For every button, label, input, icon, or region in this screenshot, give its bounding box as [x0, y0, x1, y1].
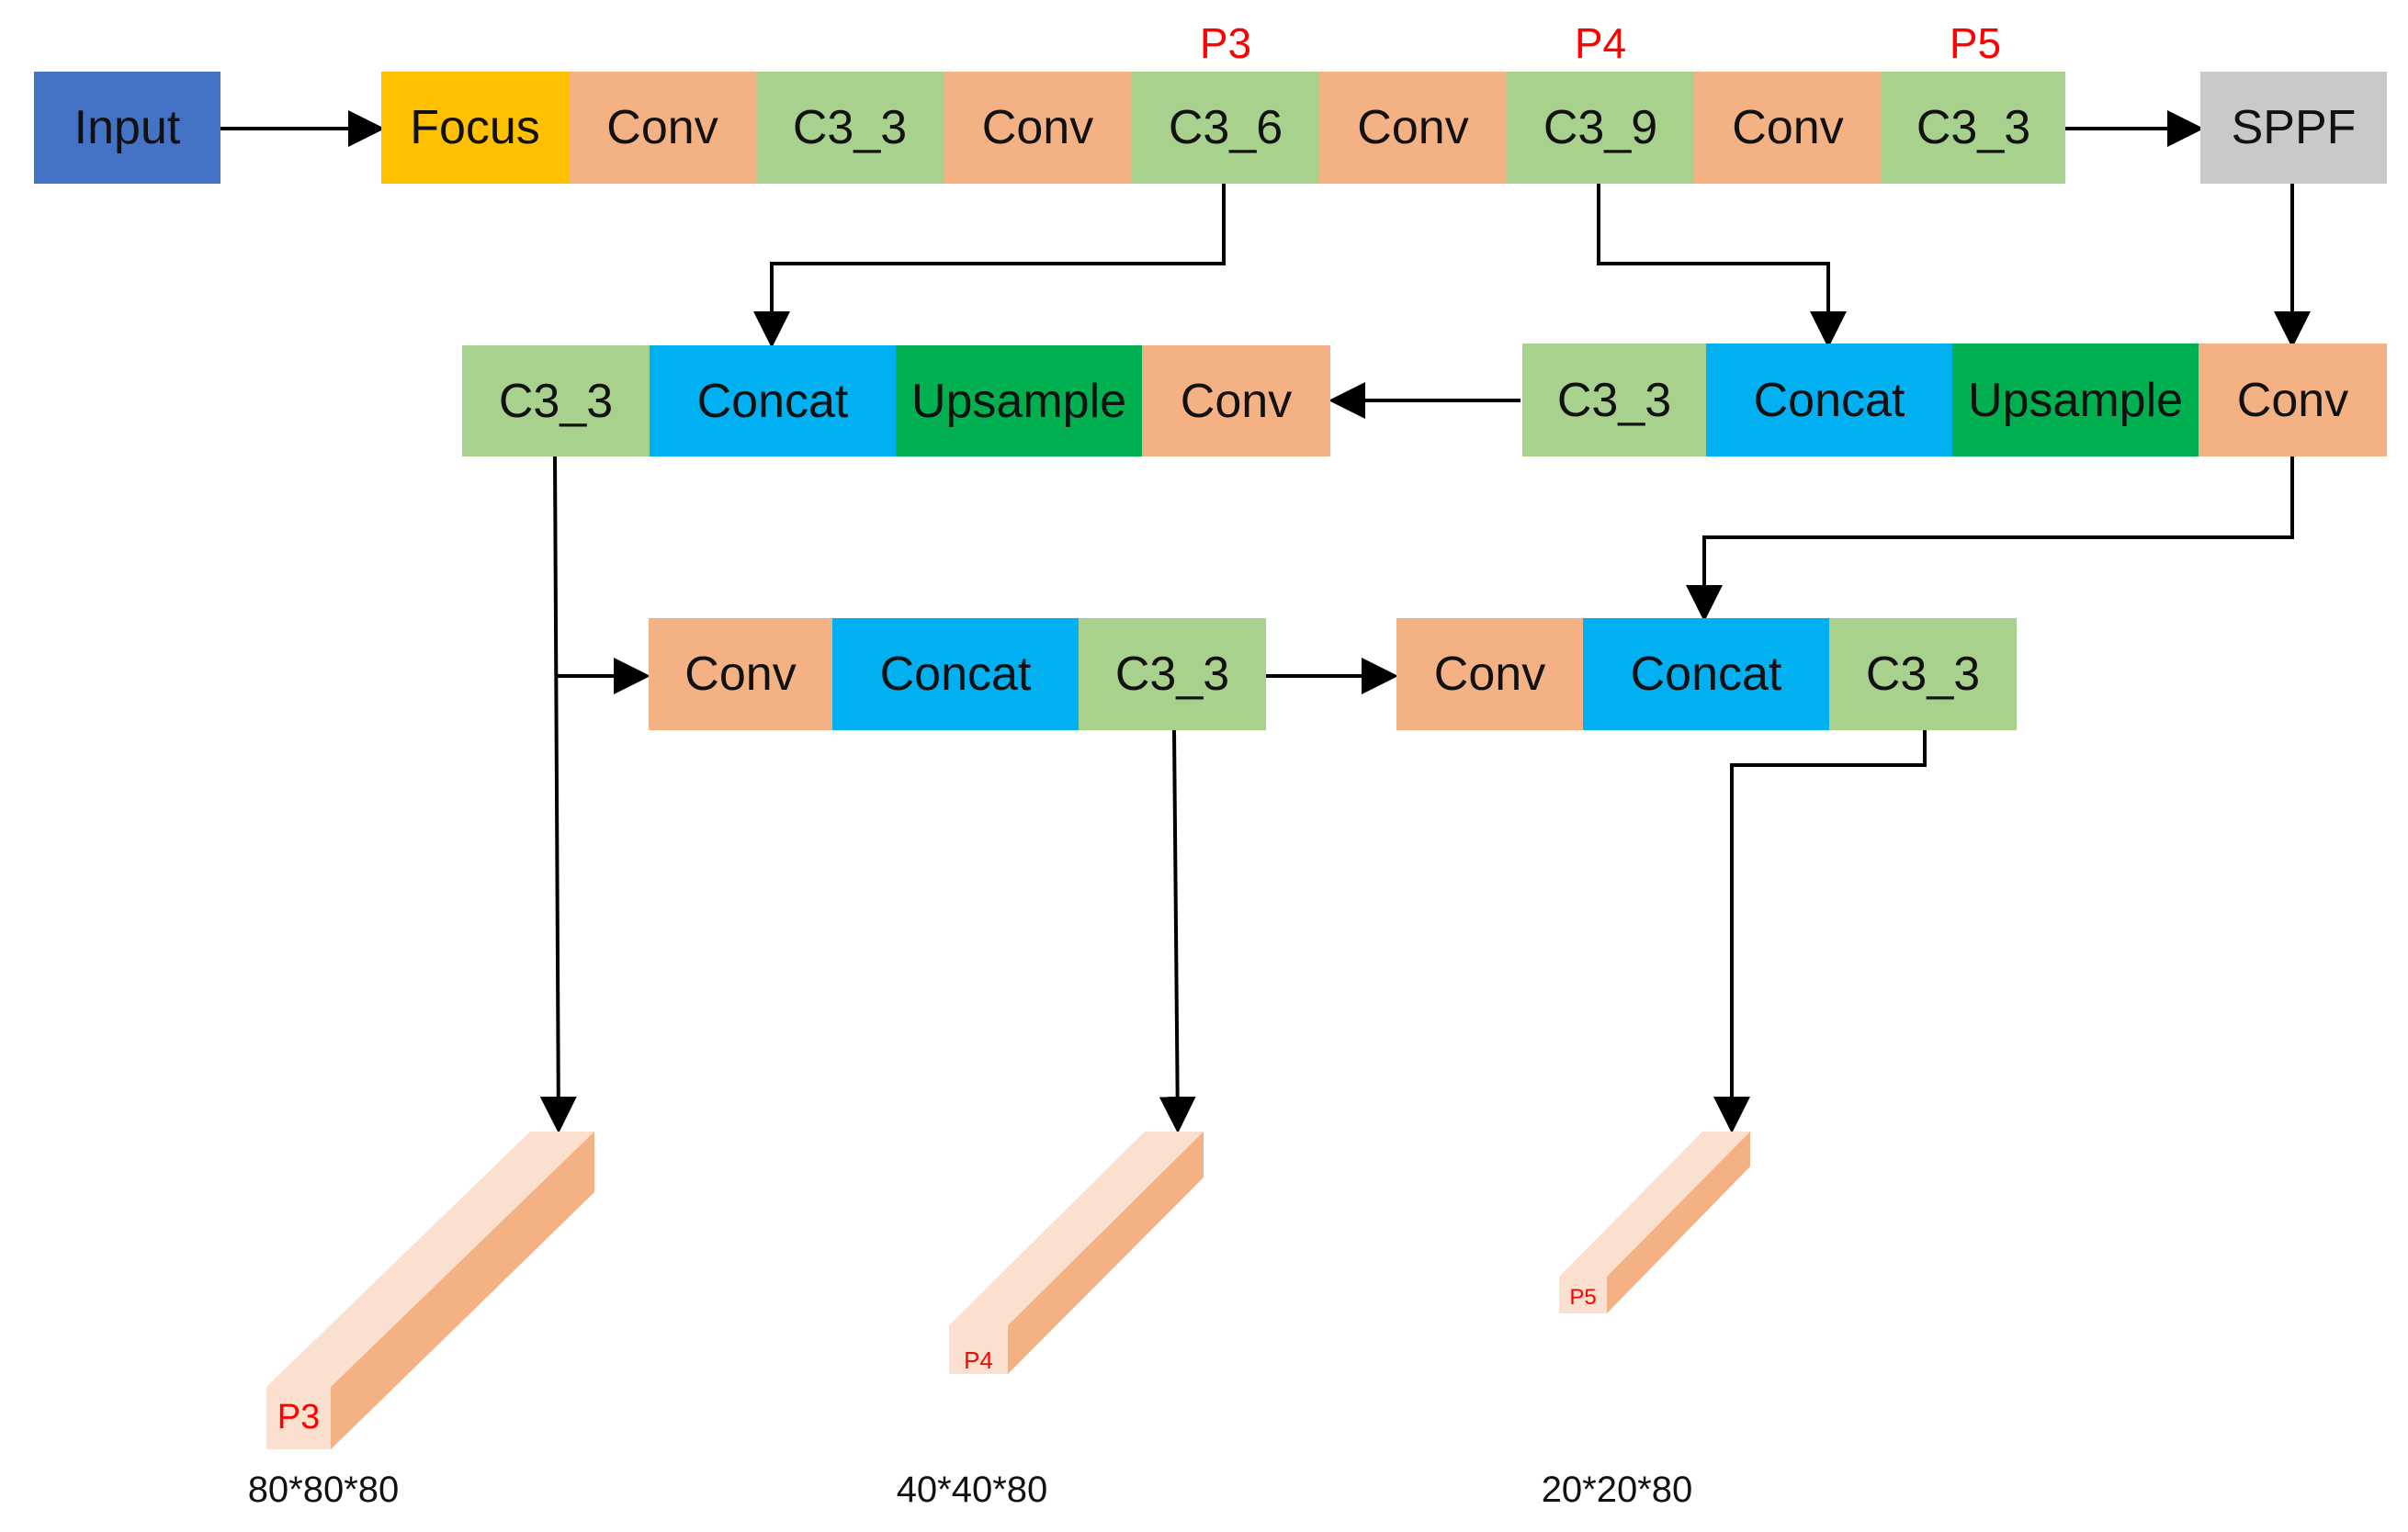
neck-right-conv: Conv [2199, 344, 2387, 456]
backbone-c3-9: C3_9 [1507, 72, 1694, 184]
arrow-c3-9-to-right-concat [1597, 184, 1847, 348]
p4-dimensions: 40*40*80 [896, 1470, 1048, 1510]
backbone-conv-3: Conv [1319, 72, 1507, 184]
pan-left-concat: Concat [832, 618, 1079, 730]
p4-tap-label: P4 [1574, 19, 1627, 67]
p4-cube [949, 1132, 1204, 1374]
backbone-conv-4: Conv [1694, 72, 1882, 184]
backbone-c3-3: C3_3 [756, 72, 944, 184]
backbone-c3-6: C3_6 [1132, 72, 1319, 184]
p5-tap-label: P5 [1949, 19, 2002, 67]
neck-right-concat: Concat [1706, 344, 1952, 456]
arrow-pan-c3-to-p5-cube [1713, 730, 1927, 1133]
neck-right-upsample: Upsample [1952, 344, 2199, 456]
p3-dimensions: 80*80*80 [247, 1470, 400, 1510]
backbone-conv-1: Conv [569, 72, 756, 184]
pan-right-conv: Conv [1396, 618, 1583, 730]
backbone-c3-3-last: C3_3 [1882, 72, 2065, 184]
neck-left-c3-3: C3_3 [462, 345, 650, 456]
sppf-block: SPPF [2200, 72, 2387, 184]
p5-output-label: P5 [1569, 1285, 1597, 1310]
backbone-conv-2: Conv [944, 72, 1132, 184]
arrow-right-conv-down-to-pan-concat [1686, 456, 2294, 622]
pan-left-conv: Conv [649, 618, 832, 730]
pan-left-c3-3: C3_3 [1079, 618, 1266, 730]
neck-left-conv: Conv [1142, 345, 1330, 456]
arrow-c3-6-to-left-concat [753, 184, 1226, 348]
neck-right-c3-3: C3_3 [1522, 344, 1706, 456]
pan-right-concat: Concat [1583, 618, 1829, 730]
p4-output-label: P4 [964, 1346, 993, 1374]
p3-output-label: P3 [277, 1398, 321, 1436]
arrow-pan-c3-to-p4-cube [1159, 729, 1196, 1133]
input-block: Input [34, 72, 220, 184]
arrow-c3-to-p3-cube [539, 456, 577, 1133]
p5-dimensions: 20*20*80 [1541, 1470, 1693, 1510]
neck-left-upsample: Upsample [896, 345, 1142, 456]
focus-block: Focus [381, 72, 569, 184]
p5-cube [1559, 1132, 1750, 1313]
pan-right-c3-3: C3_3 [1829, 618, 2017, 730]
p3-tap-label: P3 [1199, 19, 1252, 67]
neck-left-concat: Concat [650, 345, 896, 456]
p3-cube [266, 1132, 594, 1449]
